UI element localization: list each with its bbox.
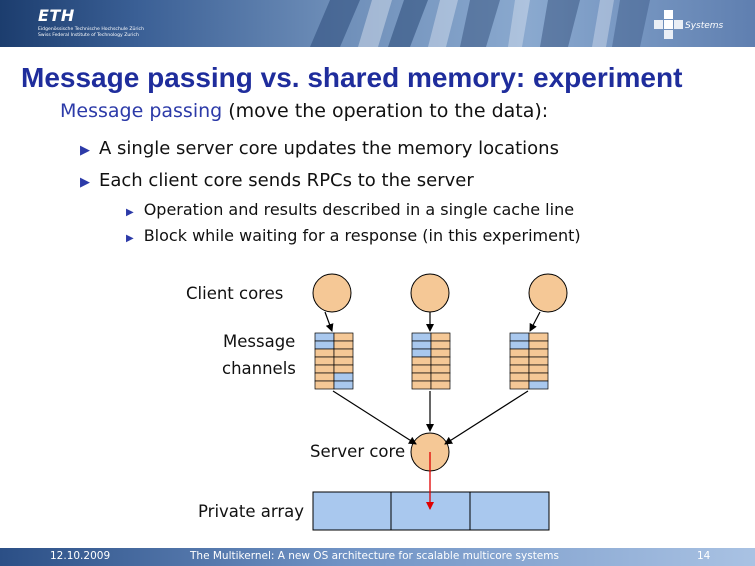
bullet-item: ▶ A single server core updates the memory… — [80, 138, 559, 159]
channel-slot — [314, 356, 335, 366]
channel-slot — [314, 348, 335, 358]
message-channel-3 — [509, 332, 549, 390]
channel-slot — [430, 380, 451, 390]
channel-slot — [314, 340, 335, 350]
private-array-label: Private array — [198, 502, 305, 521]
eth-logo: ETH — [38, 6, 75, 25]
channel-slot — [411, 380, 432, 390]
channel-slot — [528, 332, 549, 342]
bullet-text: A single server core updates the memory … — [99, 138, 559, 159]
channel-slot — [333, 348, 354, 358]
channel-slot — [509, 348, 530, 358]
server-core-label: Server core — [310, 442, 406, 461]
channel-slot — [314, 380, 335, 390]
channel-slot — [411, 348, 432, 358]
client-core-1 — [312, 273, 352, 313]
client-core-3 — [528, 273, 568, 313]
channel-slot — [430, 364, 451, 374]
banner-background — [310, 0, 650, 47]
header-banner: ETH Eidgenössische Technische Hochschule… — [0, 0, 755, 47]
channel-slot — [411, 364, 432, 374]
bullet-triangle-icon: ▶ — [80, 175, 90, 190]
channel-slot — [333, 372, 354, 382]
channel-slot — [333, 356, 354, 366]
channel-slot — [314, 372, 335, 382]
channel-slot — [411, 332, 432, 342]
private-array — [312, 491, 550, 531]
slide-title: Message passing vs. shared memory: exper… — [21, 62, 683, 93]
subbullet-text: Block while waiting for a response (in t… — [143, 226, 581, 245]
channel-slot — [430, 372, 451, 382]
footer-date: 12.10.2009 — [50, 550, 111, 562]
systems-logo-icon — [654, 10, 683, 39]
systems-logo: Systems — [650, 10, 723, 40]
channel-slot — [509, 356, 530, 366]
channel-slot — [430, 332, 451, 342]
institution-line-de: Eidgenössische Technische Hochschule Zür… — [38, 27, 144, 32]
bullet-item: ▶ Each client core sends RPCs to the serv… — [80, 170, 474, 191]
channel-slot — [411, 340, 432, 350]
message-channel-2 — [411, 332, 451, 390]
intro-rest: (move the operation to the data): — [222, 100, 549, 122]
channel-to-server-arrow — [332, 390, 417, 445]
channel-slot — [333, 364, 354, 374]
institution-line-en: Swiss Federal Institute of Technology Zu… — [38, 33, 139, 38]
channel-slot — [314, 364, 335, 374]
channel-slot — [528, 356, 549, 366]
institution-name: Eidgenössische Technische Hochschule Zür… — [38, 27, 144, 39]
systems-logo-text: Systems — [685, 21, 724, 31]
channel-slot — [509, 364, 530, 374]
channel-slot — [430, 356, 451, 366]
intro-line: Message passing (move the operation to t… — [60, 100, 548, 122]
client-to-channel-arrow — [529, 311, 541, 332]
channel-to-server-arrow — [444, 390, 529, 445]
bullet-text: Each client core sends RPCs to the serve… — [99, 170, 474, 191]
client-core-2 — [410, 273, 450, 313]
bullet-triangle-icon: ▶ — [80, 143, 90, 158]
message-channels-label-2: channels — [222, 359, 296, 378]
subbullet-item: ▶ Block while waiting for a response (in … — [126, 226, 581, 245]
channel-slot — [509, 380, 530, 390]
channel-slot — [528, 340, 549, 350]
channel-slot — [430, 340, 451, 350]
subbullet-triangle-icon: ▶ — [126, 207, 134, 218]
footer-title: The Multikernel: A new OS architecture f… — [190, 550, 559, 562]
channel-slot — [528, 364, 549, 374]
channel-slot — [333, 332, 354, 342]
channel-slot — [509, 340, 530, 350]
channel-slot — [333, 380, 354, 390]
client-cores-label: Client cores — [186, 284, 284, 303]
footer-page-number: 14 — [697, 550, 711, 562]
channel-slot — [528, 372, 549, 382]
footer-bar: 12.10.2009 The Multikernel: A new OS arc… — [0, 548, 755, 566]
channel-slot — [528, 380, 549, 390]
channel-slot — [528, 348, 549, 358]
channel-slot — [411, 356, 432, 366]
channel-slot — [333, 340, 354, 350]
channel-slot — [509, 332, 530, 342]
message-channels-label-1: Message — [223, 332, 296, 351]
channel-slot — [314, 332, 335, 342]
intro-highlight: Message passing — [60, 100, 223, 122]
channel-slot — [430, 348, 451, 358]
subbullet-item: ▶ Operation and results described in a si… — [126, 200, 574, 219]
subbullet-triangle-icon: ▶ — [126, 233, 134, 244]
subbullet-text: Operation and results described in a sin… — [143, 200, 575, 219]
client-to-channel-arrow — [324, 311, 334, 332]
channel-slot — [509, 372, 530, 382]
channel-slot — [411, 372, 432, 382]
message-channel-1 — [314, 332, 354, 390]
